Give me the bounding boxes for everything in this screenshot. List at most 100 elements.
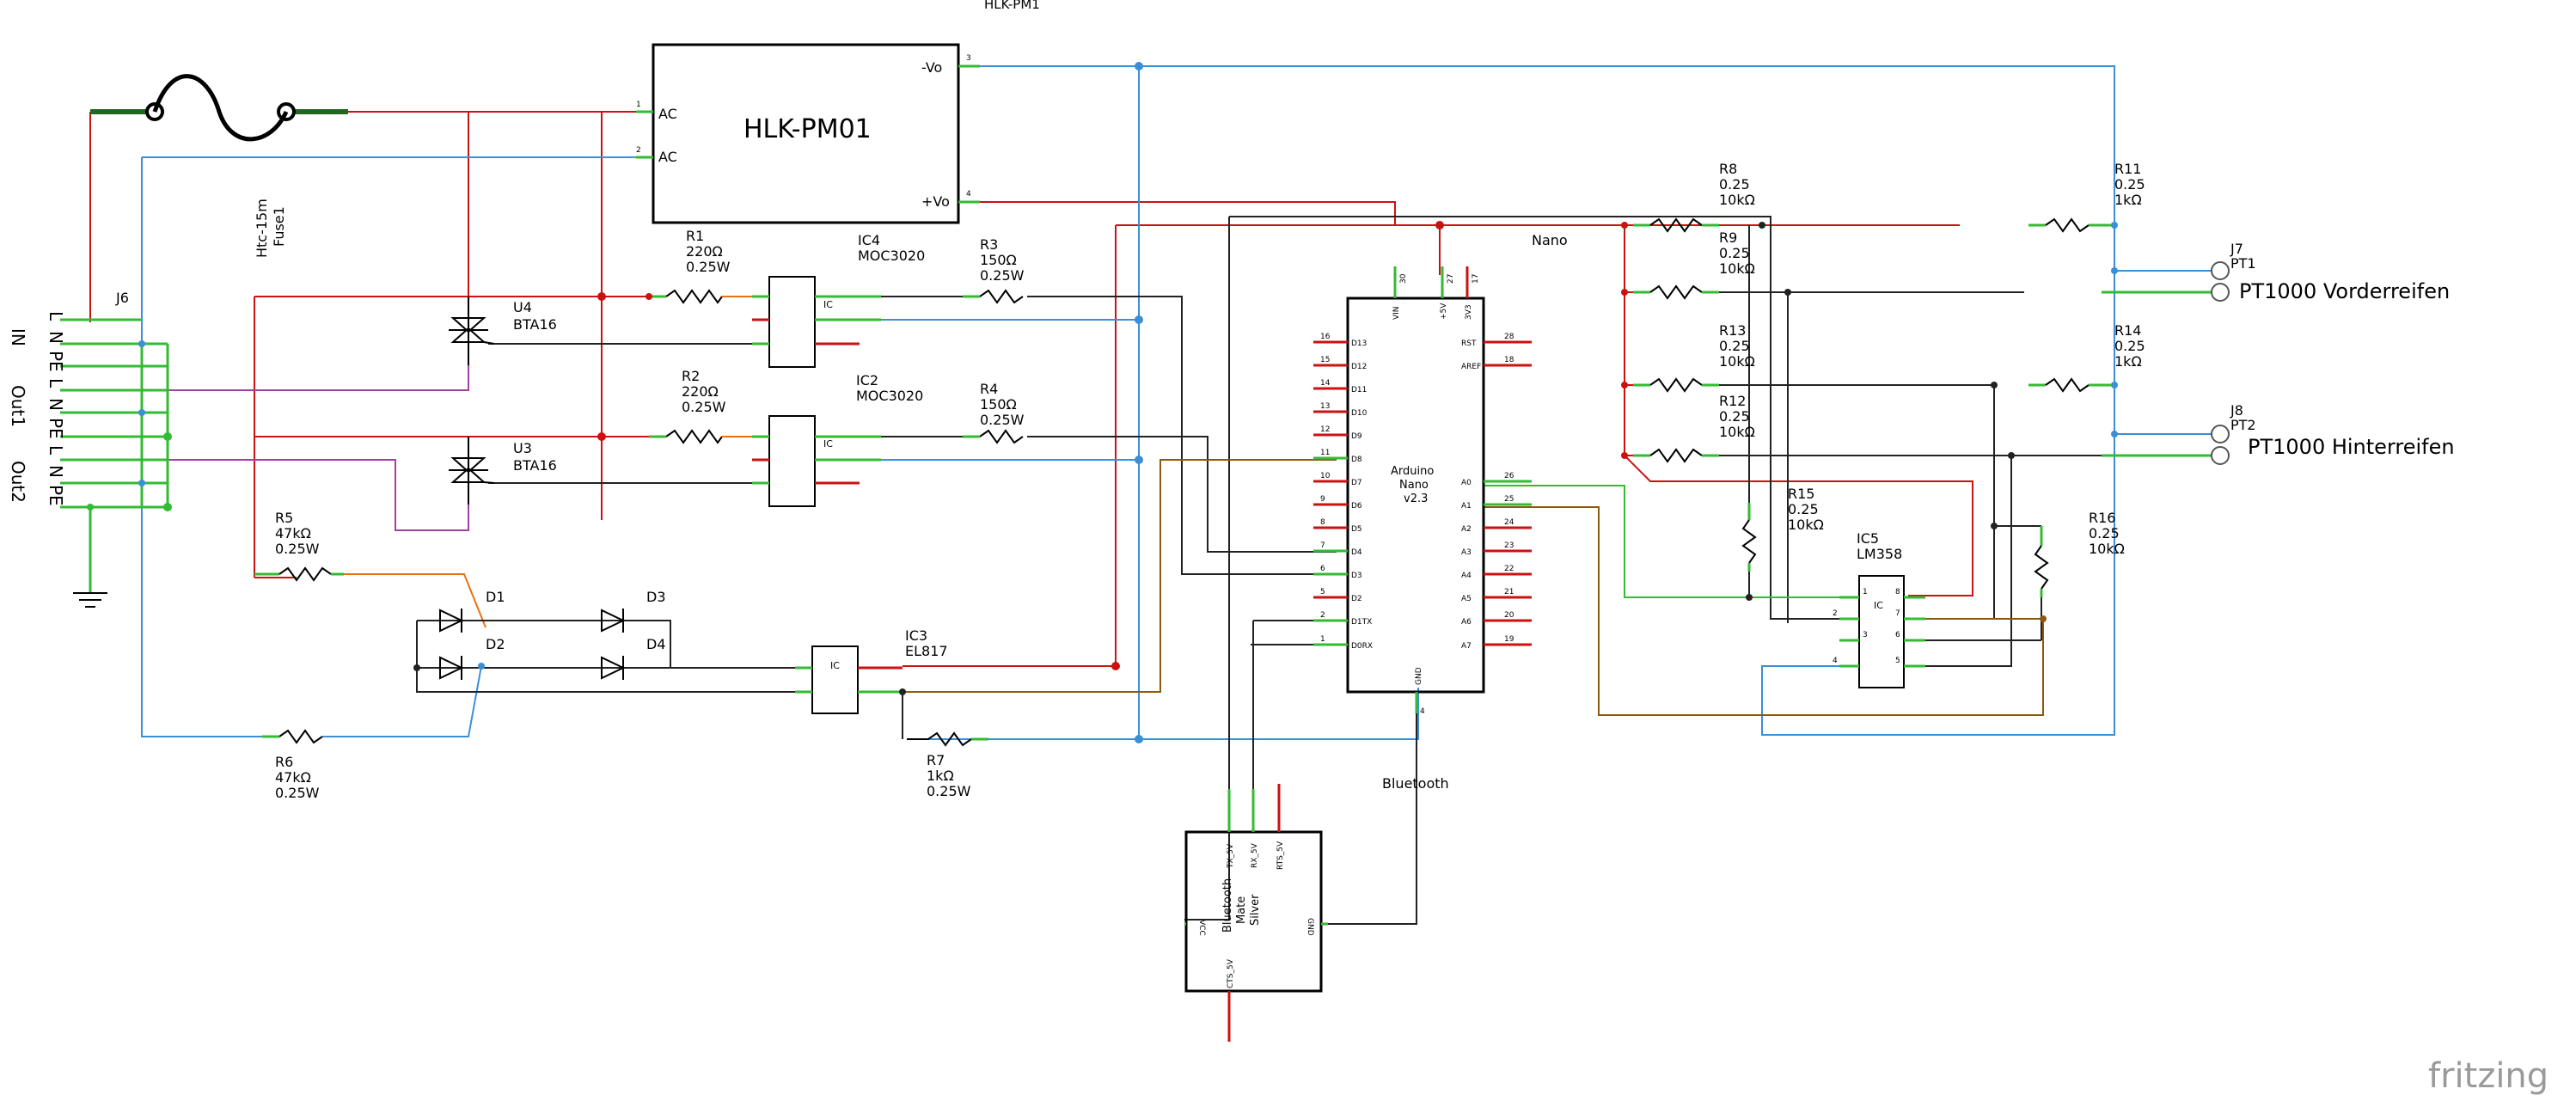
nano-pin-num-a4: 22 xyxy=(1504,565,1514,573)
wire-diode-bridge xyxy=(416,620,812,693)
nano-pin-num-d0rx: 1 xyxy=(1320,635,1325,644)
bt-pin-rx: RX_5V xyxy=(1251,842,1259,868)
j7-desc: PT1000 Vorderreifen xyxy=(2239,279,2450,303)
nano-pin-d3: D3 xyxy=(1351,572,1362,580)
triac-u4: U4 BTA16 xyxy=(449,297,557,365)
arduino-nano: Nano Arduino Nano v2.3 D1316D1215D1114D1… xyxy=(1313,232,1568,716)
d4-label: D4 xyxy=(646,636,666,652)
r5-value: 47kΩ xyxy=(275,525,311,541)
ic5-value: LM358 xyxy=(1857,546,1902,562)
j6-pin-4: L xyxy=(46,378,66,388)
ic2-name: IC2 xyxy=(856,372,878,388)
wire-blue xyxy=(141,65,2213,740)
bt-line2: Mate xyxy=(1235,896,1248,924)
nano-pin-num-a2: 24 xyxy=(1504,518,1514,527)
nano-pin-aref: AREF xyxy=(1461,363,1481,371)
r9-l2: 10kΩ xyxy=(1719,260,1755,277)
nano-line1: Arduino xyxy=(1391,465,1434,478)
nano-pin-d1tx: D1TX xyxy=(1351,618,1372,627)
opto-ic4: IC IC4 MOC3020 xyxy=(752,232,925,368)
nano-pin-d10: D10 xyxy=(1351,409,1368,418)
nano-pin-d2: D2 xyxy=(1351,595,1362,603)
ic5-pin6: 6 xyxy=(1895,631,1900,639)
bt-pin-cts: CTS_5V xyxy=(1227,958,1235,988)
r15-name: R15 xyxy=(1788,486,1814,502)
r8-l1: 0.25 xyxy=(1719,176,1750,193)
nano-pin-num-3v3: 17 xyxy=(1472,274,1480,284)
ic4-tag: IC xyxy=(823,299,833,310)
r14-name: R14 xyxy=(2114,322,2141,339)
opto-ic2: IC IC2 MOC3020 xyxy=(752,372,923,507)
j7-sub: PT1 xyxy=(2230,255,2256,272)
nano-pin-d13: D13 xyxy=(1351,339,1367,348)
resistor-r6: R6 47kΩ 0.25W xyxy=(262,729,323,801)
r12-name: R12 xyxy=(1719,393,1746,409)
nano-pin-a4: A4 xyxy=(1461,572,1472,580)
wire-brown xyxy=(903,459,2044,716)
j6-pin-8: N xyxy=(46,465,66,478)
r4-value: 150Ω xyxy=(980,396,1017,413)
ic2-value: MOC3020 xyxy=(856,388,923,404)
diode-d2: D2 xyxy=(439,636,505,680)
r9-l1: 0.25 xyxy=(1719,245,1750,261)
u3-name: U3 xyxy=(513,440,532,456)
resistor-r9: R9 0.25 10kΩ xyxy=(1633,229,1788,300)
r14-l2: 1kΩ xyxy=(2114,353,2142,370)
r2-value: 220Ω xyxy=(682,383,719,400)
j6-group-out2: Out2 xyxy=(8,461,28,503)
r6-value: 47kΩ xyxy=(275,769,311,786)
nano-pin-num-d13: 16 xyxy=(1320,333,1331,341)
r16-name: R16 xyxy=(2089,510,2115,526)
nano-pin-num-a3: 23 xyxy=(1504,541,1514,550)
hlk-pm01-module: HLK-PM01 AC AC -Vo +Vo 1 2 3 4 xyxy=(636,43,980,224)
nano-pin-num-a1: 25 xyxy=(1504,495,1514,504)
nano-pin-a6: A6 xyxy=(1461,618,1472,627)
wire-green xyxy=(1483,485,1839,598)
d1-label: D1 xyxy=(486,589,505,605)
u4-name: U4 xyxy=(513,299,532,315)
j6-pin-6: PE xyxy=(46,418,66,439)
nano-left-pins: D1316D1215D1114D1013D912D811D710D69D58D4… xyxy=(1313,333,1373,651)
j6-pin-9: PE xyxy=(46,485,66,506)
r13-l1: 0.25 xyxy=(1719,338,1750,354)
hlk-vpos: +Vo xyxy=(921,193,950,210)
nano-pin-num-a6: 20 xyxy=(1504,611,1514,620)
r7-name: R7 xyxy=(927,752,945,768)
r15-l1: 0.25 xyxy=(1788,501,1819,517)
r3-name: R3 xyxy=(980,236,998,253)
fuse-name: Fuse1 xyxy=(271,206,287,247)
nano-gnd: GND xyxy=(1415,667,1423,685)
bt-label: Bluetooth xyxy=(1382,775,1449,792)
resistor-r4: R4 150Ω 0.25W xyxy=(881,381,1025,444)
hlk-pin1: 1 xyxy=(636,101,641,109)
r5-power: 0.25W xyxy=(275,541,320,557)
nano-pin-a7: A7 xyxy=(1461,642,1472,651)
ic5-pin2: 2 xyxy=(1833,609,1838,618)
r16-l1: 0.25 xyxy=(2089,525,2120,541)
j6-pin-2: N xyxy=(46,331,66,344)
r14-l1: 0.25 xyxy=(2114,338,2145,354)
r1-value: 220Ω xyxy=(686,243,723,260)
ic5-pin4: 4 xyxy=(1833,657,1838,665)
wire-orange xyxy=(344,573,486,628)
nano-pin-num-d2: 5 xyxy=(1320,588,1325,596)
wires xyxy=(89,65,2213,925)
wire-black xyxy=(488,216,2042,925)
bt-pin-gnd: GND xyxy=(1306,918,1314,936)
resistor-r15: R15 0.25 10kΩ xyxy=(1741,486,1824,572)
ic3-value: EL817 xyxy=(905,643,948,659)
hlk-ac2: AC xyxy=(658,149,677,165)
resistor-r5: R5 47kΩ 0.25W xyxy=(254,510,344,582)
r15-l2: 10kΩ xyxy=(1788,517,1824,533)
r7-value: 1kΩ xyxy=(927,768,954,784)
nano-pin-num-d1tx: 2 xyxy=(1320,611,1325,620)
diagram-title: HLK-PM1 xyxy=(984,0,1040,12)
opamp-ic5: IC IC5 LM358 1 2 3 4 8 7 6 5 xyxy=(1833,530,1925,688)
ic5-tag: IC xyxy=(1874,600,1883,611)
nano-pin-num-a0: 26 xyxy=(1504,472,1514,480)
hlk-name: HLK-PM01 xyxy=(743,114,872,144)
nano-pin-rst: RST xyxy=(1461,339,1477,348)
j6-pin-1: L xyxy=(46,311,66,321)
triac-u3: U3 BTA16 xyxy=(449,437,557,505)
